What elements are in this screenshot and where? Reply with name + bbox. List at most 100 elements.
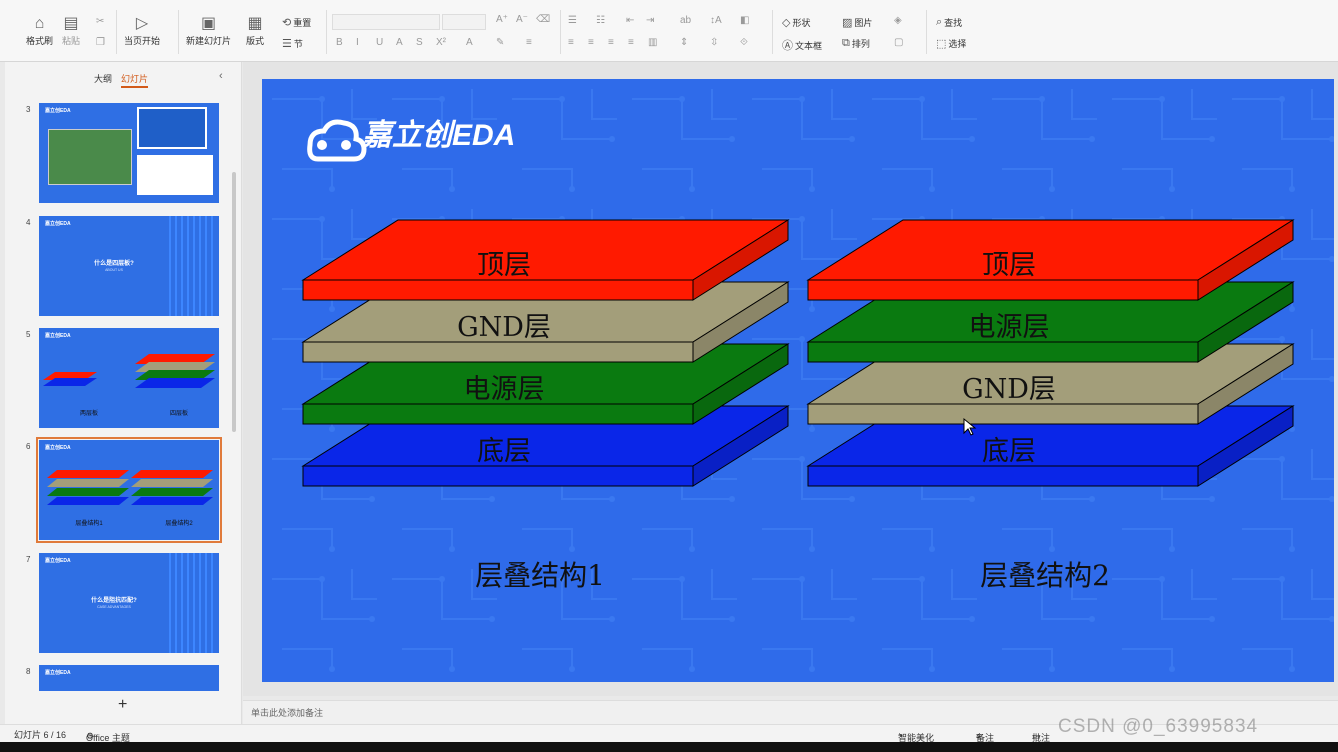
collapse-pane-icon[interactable]: ‹ (219, 70, 223, 82)
thumbnail-caption: 两层板 (61, 408, 117, 417)
layer-label: 底层 (477, 436, 531, 467)
thumbnail-logo: 嘉立创EDA (45, 557, 71, 564)
format-painter-button[interactable]: ⌂格式刷 (26, 14, 53, 47)
font-family-select[interactable] (332, 14, 440, 30)
outdent-icon[interactable]: ⇤ (626, 15, 634, 26)
thumbnail-logo: 嘉立创EDA (45, 220, 71, 227)
watermark-text: CSDN @0_63995834 (1058, 716, 1258, 738)
thumbnail-caption: 四层板 (151, 408, 207, 417)
thumbnail-title: 什么是四层板? (39, 258, 189, 267)
section-icon: ☰ (282, 37, 292, 50)
superscript-icon[interactable]: X² (436, 37, 446, 48)
layer-label: 顶层 (477, 250, 531, 281)
thumbnail-number: 5 (26, 330, 30, 339)
paragraph-spacing-icon[interactable]: ⇳ (710, 37, 718, 48)
select-icon: ⬚ (936, 37, 946, 50)
thumbnail-number: 3 (26, 105, 30, 114)
new-slide-button[interactable]: ▣新建幻灯片 (186, 14, 231, 47)
thumbnail-logo: 嘉立创EDA (45, 107, 71, 114)
layer-label: 顶层 (982, 250, 1036, 281)
font-color-icon[interactable]: A (466, 37, 473, 48)
arrange-button[interactable]: ⧉排列 (842, 37, 870, 50)
distribute-icon[interactable]: ▥ (648, 37, 657, 48)
thumbnail-logo: 嘉立创EDA (45, 444, 71, 451)
justify-icon[interactable]: ≡ (628, 37, 634, 48)
char-spacing-icon[interactable]: ≡ (526, 37, 532, 48)
thumbnail-caption: 层叠结构2 (151, 518, 207, 527)
bullets-icon[interactable]: ☰ (568, 15, 577, 26)
select-button[interactable]: ⬚选择 (936, 37, 966, 50)
layout-icon: ▦ (247, 14, 262, 34)
numbering-icon[interactable]: ☷ (596, 15, 605, 26)
slide-thumbnail[interactable]: 嘉立创EDA 什么是阻抗匹配?CASE ADVANTAGES (39, 553, 219, 653)
picture-icon: ▨ (842, 16, 852, 29)
thumbnail-photo (48, 129, 132, 185)
tab-outline[interactable]: 大纲 (94, 72, 112, 85)
slide-graphic: 嘉立创EDA 底层电源层GND层顶层 底层GND层电源层顶层 层叠结构1 层叠结… (262, 79, 1334, 682)
section-button[interactable]: ☰节 (282, 37, 303, 50)
add-slide-button[interactable]: + (118, 696, 127, 714)
align-right-icon[interactable]: ≡ (608, 37, 614, 48)
vertical-align-icon[interactable]: ⇕ (680, 37, 688, 48)
ribbon-toolbar: ⌂格式刷 ▤粘贴 ✂ ❐ ▷当页开始 ▣新建幻灯片 ▦版式 ⟲重置 ☰节 A⁺ … (0, 0, 1338, 62)
shadow-icon[interactable]: A (396, 37, 403, 48)
pane-scrollbar[interactable] (232, 172, 236, 432)
shape-button[interactable]: ◇形状 (782, 16, 810, 29)
paste-button[interactable]: ▤粘贴 (62, 14, 80, 47)
line-spacing-icon[interactable]: ↕A (710, 15, 722, 26)
caption-stack-2: 层叠结构2 (980, 559, 1110, 592)
outline-icon[interactable]: ▢ (894, 37, 903, 48)
layer-label: 电源层 (969, 312, 1050, 343)
slide-thumbnail-pane: 大纲 幻灯片 ‹ 3嘉立创EDA4嘉立创EDA什么是四层板?ABOUT US5嘉… (5, 62, 242, 724)
bold-icon[interactable]: B (336, 37, 343, 48)
italic-icon[interactable]: I (356, 37, 359, 48)
highlight-icon[interactable]: ✎ (496, 37, 504, 48)
text-direction-icon[interactable]: ab (680, 15, 691, 26)
copy-icon[interactable]: ❐ (96, 37, 105, 48)
thumbnail-subtitle: CASE ADVANTAGES (39, 605, 189, 609)
slide-thumbnail[interactable]: 嘉立创EDA (39, 665, 219, 691)
fill-icon[interactable]: ◈ (894, 15, 902, 26)
thumbnail-table-image (137, 155, 213, 195)
columns-icon[interactable]: ◧ (740, 15, 749, 26)
underline-icon[interactable]: U (376, 37, 383, 48)
thumbnail-number: 7 (26, 555, 30, 564)
textbox-icon: Ⓐ (782, 37, 793, 53)
start-from-current-button[interactable]: ▷当页开始 (124, 14, 160, 47)
reset-button[interactable]: ⟲重置 (282, 16, 311, 29)
brush-icon: ⌂ (35, 14, 45, 34)
slide-counter: 幻灯片 6 / 16 (14, 728, 66, 741)
font-shrink-icon[interactable]: A⁻ (516, 14, 528, 25)
font-grow-icon[interactable]: A⁺ (496, 14, 508, 25)
thumbnail-number: 6 (26, 442, 30, 451)
thumbnail-decoration (169, 216, 215, 316)
picture-button[interactable]: ▨图片 (842, 16, 872, 29)
cut-icon[interactable]: ✂ (96, 16, 104, 27)
font-size-select[interactable] (442, 14, 486, 30)
slide-thumbnail[interactable]: 嘉立创EDA (39, 103, 219, 203)
reset-icon: ⟲ (282, 16, 291, 29)
align-center-icon[interactable]: ≡ (588, 37, 594, 48)
thumbnail-title: 什么是阻抗匹配? (39, 595, 189, 604)
indent-icon[interactable]: ⇥ (646, 15, 654, 26)
layout-button[interactable]: ▦版式 (246, 14, 264, 47)
clear-format-icon[interactable]: ⌫ (536, 14, 550, 25)
caption-stack-1: 层叠结构1 (475, 559, 605, 592)
find-button[interactable]: ⌕查找 (936, 16, 962, 29)
taskbar-strip (0, 742, 1338, 752)
align-left-icon[interactable]: ≡ (568, 37, 574, 48)
strikethrough-icon[interactable]: S (416, 37, 423, 48)
layer-label: 底层 (982, 436, 1036, 467)
convert-icon[interactable]: ⟐ (740, 37, 748, 48)
thumbnail-board-image (137, 107, 207, 149)
layer-label: GND层 (457, 312, 551, 343)
tab-slides[interactable]: 幻灯片 (121, 72, 148, 88)
shape-icon: ◇ (782, 16, 790, 29)
